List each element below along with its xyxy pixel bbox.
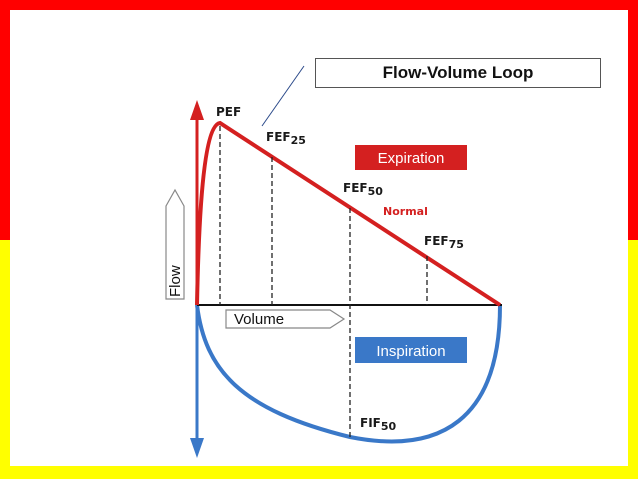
fef50-label: FEF50 (343, 181, 383, 198)
expiration-curve (195, 120, 502, 307)
volume-arrow-icon (225, 309, 346, 329)
inspiration-label: Inspiration (376, 343, 445, 360)
expiration-box (355, 145, 467, 170)
flow-arrow-icon (165, 188, 185, 300)
inspiration-box (355, 337, 467, 363)
fef25-label: FEF25 (266, 130, 306, 147)
pef-label: PEF (216, 105, 241, 119)
slide-canvas (10, 10, 628, 466)
fif50-label: FIF50 (360, 416, 397, 433)
normal-label: Normal (383, 205, 428, 218)
flow-label: Flow (167, 265, 184, 297)
flow-axis-down-arrow-icon (190, 438, 204, 458)
fef75-label: FEF75 (424, 234, 464, 251)
expiration-label: Expiration (378, 150, 445, 167)
slide-title-box: Flow-Volume Loop (315, 58, 601, 88)
inspiration-curve (195, 304, 502, 444)
title-connector-line (261, 65, 305, 127)
slide-title: Flow-Volume Loop (382, 63, 534, 82)
flow-axis-up-arrow-icon (190, 100, 204, 120)
volume-label: Volume (234, 311, 284, 328)
